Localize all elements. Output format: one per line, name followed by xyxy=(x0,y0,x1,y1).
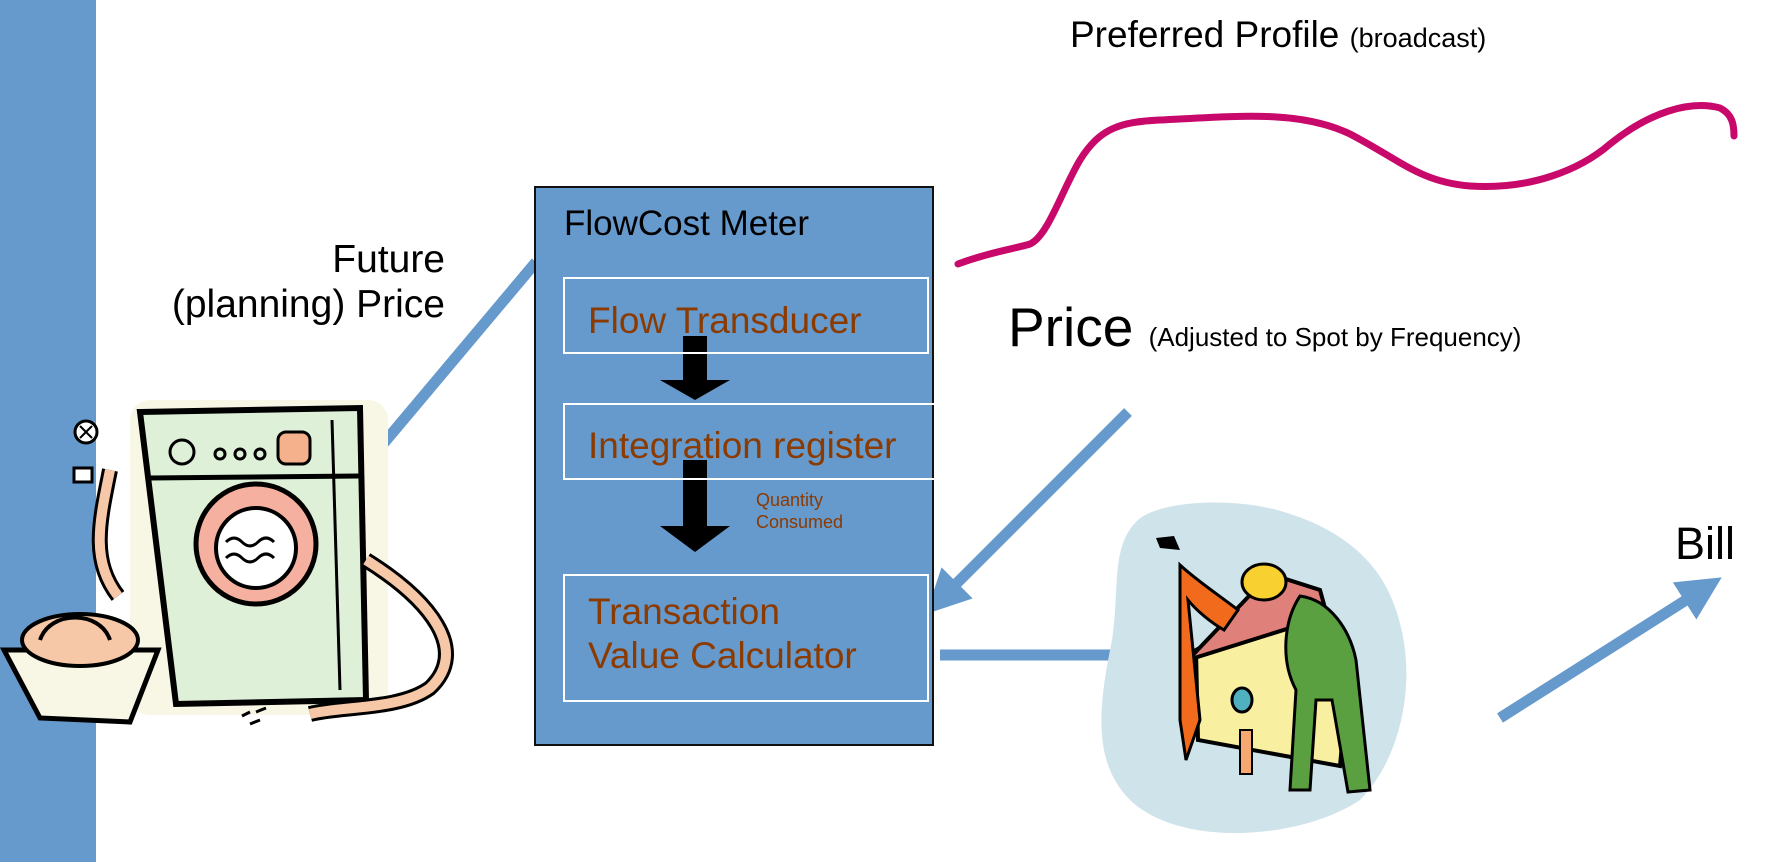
down-arrow-2 xyxy=(660,460,730,552)
future-price-label: Future (planning) Price xyxy=(100,238,445,328)
stage-flow-transducer: Flow Transducer xyxy=(563,277,929,354)
preferred-profile-curve xyxy=(954,102,1738,268)
stage1-label: Flow Transducer xyxy=(588,300,862,341)
qty-line2: Consumed xyxy=(756,511,844,532)
preferred-small: (broadcast) xyxy=(1349,23,1487,53)
bill-arrow xyxy=(1497,577,1722,723)
stage-transaction-value-calculator: Transaction Value Calculator xyxy=(563,574,929,702)
price-small: (Adjusted to Spot by Frequency) xyxy=(1148,322,1522,352)
washing-machine-icon xyxy=(0,400,454,726)
price-label: Price (Adjusted to Spot by Frequency) xyxy=(1008,296,1521,359)
meter-body xyxy=(534,186,934,746)
preferred-profile-label: Preferred Profile (broadcast) xyxy=(1070,14,1486,57)
flowcost-meter-frame xyxy=(534,186,934,746)
preferred-main: Preferred Profile xyxy=(1070,14,1340,55)
qty-line1: Quantity xyxy=(756,490,824,510)
stage3-line2: Value Calculator xyxy=(588,635,857,677)
down-arrow-1 xyxy=(660,336,730,400)
stage3-line1: Transaction xyxy=(588,591,780,632)
house-couple-icon xyxy=(1101,502,1407,834)
future-line1: Future xyxy=(332,238,445,281)
bill-label: Bill xyxy=(1675,518,1736,569)
quantity-consumed-label: Quantity Consumed xyxy=(756,490,843,533)
stage2-label: Integration register xyxy=(588,425,897,466)
stage-integration-register: Integration register xyxy=(563,403,939,480)
meter-title: FlowCost Meter xyxy=(564,204,810,243)
future-line2: (planning) Price xyxy=(171,282,445,326)
price-main: Price xyxy=(1008,296,1134,358)
price-arrow xyxy=(925,408,1132,615)
